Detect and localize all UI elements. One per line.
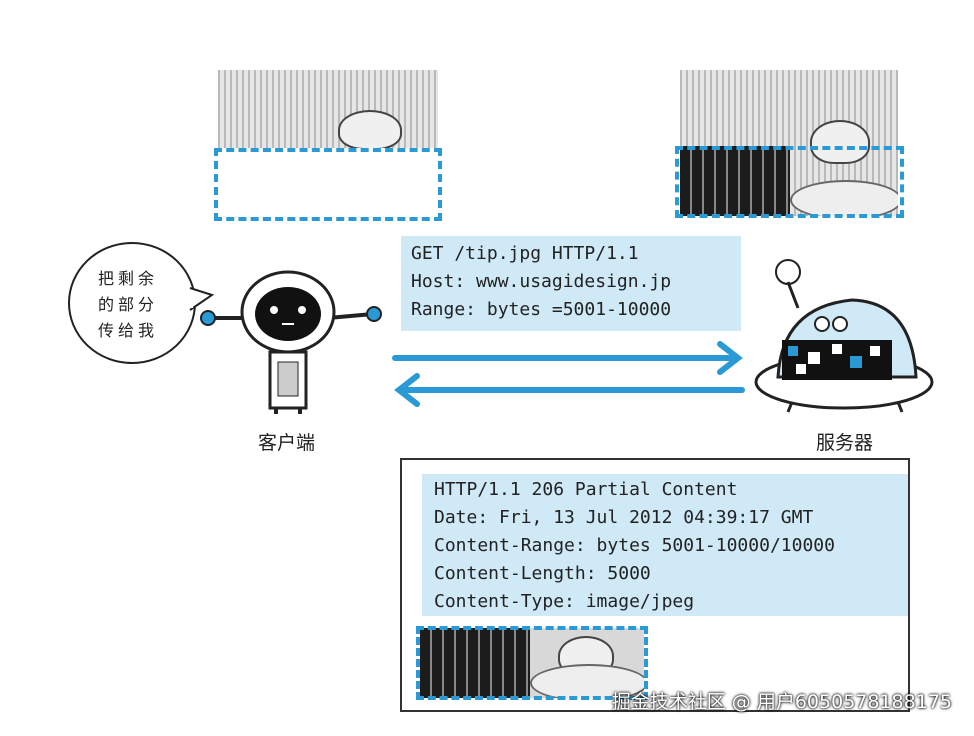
response-line-2: Date: Fri, 13 Jul 2012 04:39:17 GMT: [434, 507, 814, 528]
request-line-2: Host: www.usagidesign.jp: [411, 271, 672, 292]
watermark: 掘金技术社区 @ 用户6050578188175: [611, 691, 952, 713]
request-line-1: GET /tip.jpg HTTP/1.1: [411, 243, 639, 264]
missing-region-outline: [214, 148, 442, 221]
speech-bubble: [68, 242, 215, 364]
partial-image-top: [218, 70, 438, 148]
response-line-3: Content-Range: bytes 5001-10000/10000: [434, 535, 835, 556]
response-line-1: HTTP/1.1 206 Partial Content: [434, 479, 738, 500]
bubble-text: 把剩余 的部分 传给我: [98, 269, 159, 340]
returned-partial-image: [420, 628, 644, 698]
request-arrow: [392, 341, 743, 375]
client-robot: [200, 270, 382, 414]
http-response-block: HTTP/1.1 206 Partial Content Date: Fri, …: [422, 474, 908, 616]
response-line-4: Content-Length: 5000: [434, 563, 651, 584]
requested-range-outline: [675, 146, 904, 218]
http-request-block: GET /tip.jpg HTTP/1.1 Host: www.usagides…: [401, 236, 741, 331]
arrows: [392, 341, 745, 407]
request-line-3: Range: bytes =5001-10000: [411, 299, 672, 320]
server-label: 服务器: [816, 432, 874, 454]
client-label: 客户端: [258, 432, 316, 454]
response-arrow: [394, 373, 745, 407]
full-image: [680, 70, 898, 216]
returned-range-outline: [416, 626, 648, 700]
response-line-5: Content-Type: image/jpeg: [434, 591, 695, 612]
server-robot: [754, 259, 934, 413]
